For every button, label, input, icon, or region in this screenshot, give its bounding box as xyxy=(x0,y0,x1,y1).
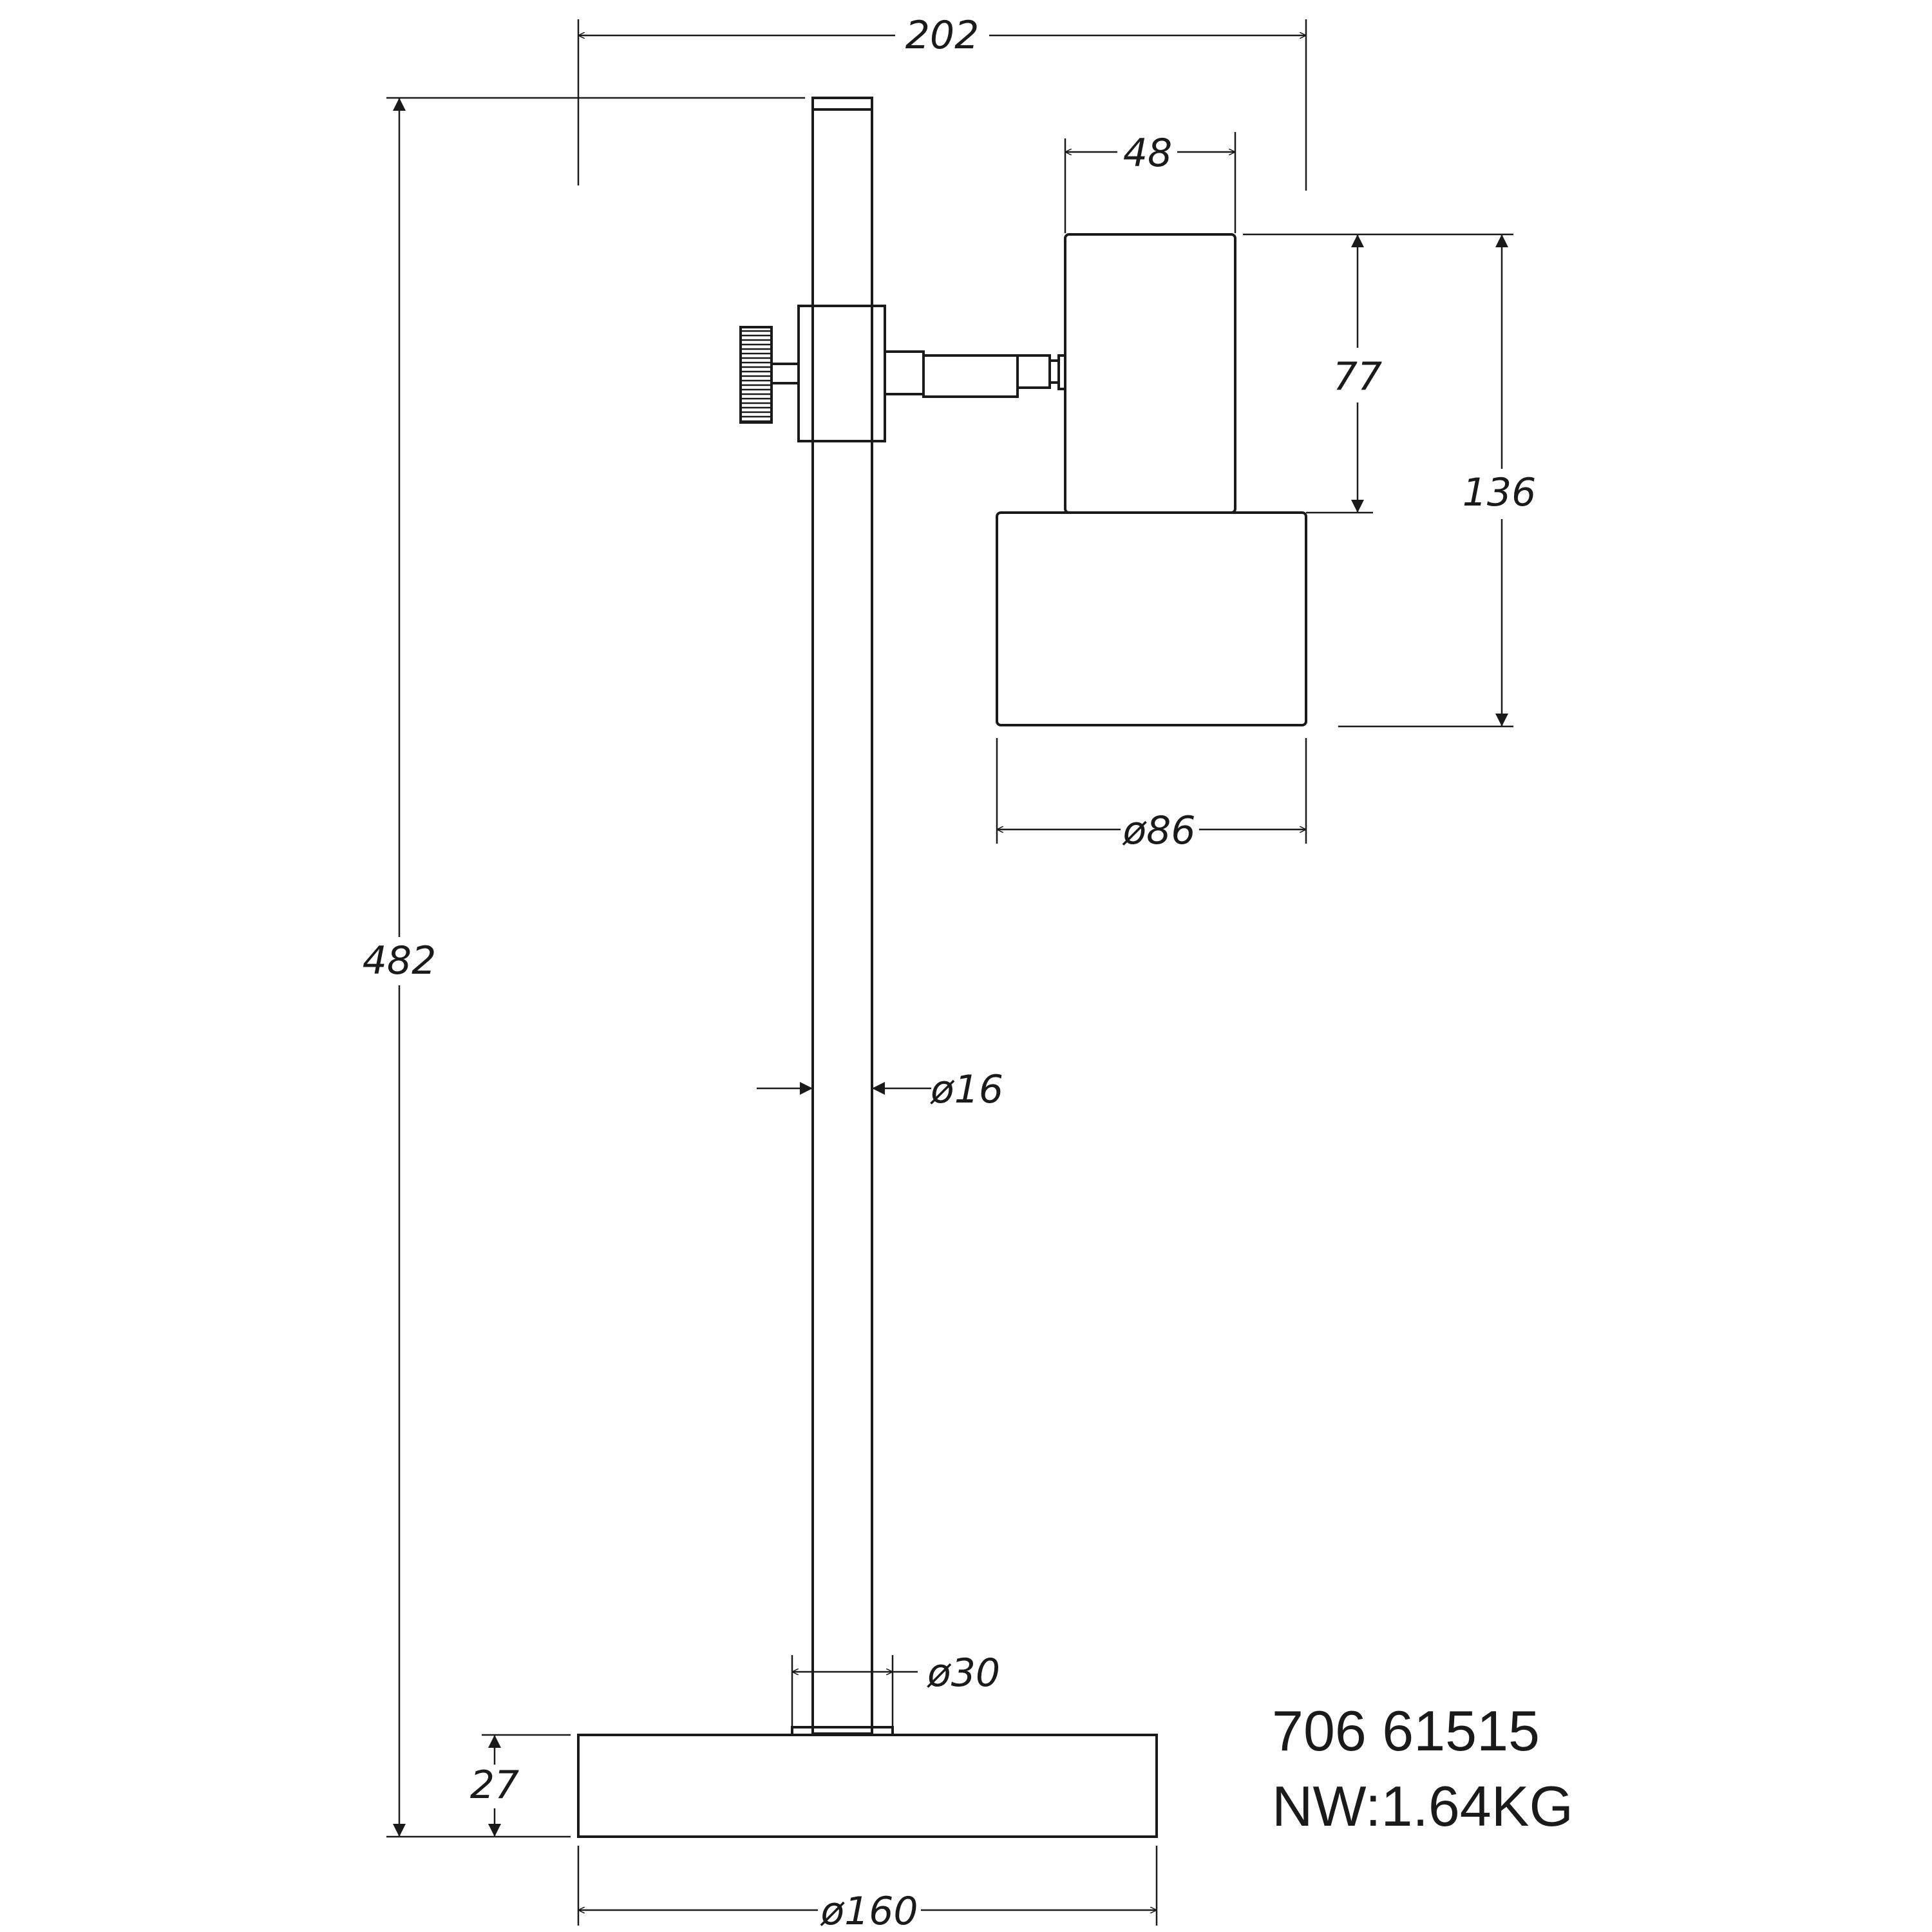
lamp-body xyxy=(577,97,1307,1838)
label-head-height: 77 xyxy=(1333,354,1382,399)
lamp-head xyxy=(1064,233,1236,514)
product-code: 706 61515 xyxy=(1272,1699,1540,1763)
dim-overall-width xyxy=(577,19,1307,191)
arm-sleeve xyxy=(884,350,925,395)
dim-base-diameter xyxy=(577,1846,1158,1926)
lamp-stem xyxy=(811,97,873,1735)
arm-tip-nut xyxy=(1048,359,1060,384)
lamp-base xyxy=(577,1734,1158,1838)
label-overall-width: 202 xyxy=(905,13,980,58)
product-info: 706 61515 NW:1.64KG xyxy=(1272,1699,1573,1838)
label-base-height: 27 xyxy=(470,1763,519,1808)
dim-shade-height xyxy=(1338,234,1513,728)
dim-head-width xyxy=(1064,132,1236,233)
knob-screw xyxy=(770,363,800,384)
dim-overall-height xyxy=(386,97,805,1838)
arm-tip xyxy=(1016,354,1051,389)
dimension-lines xyxy=(386,19,1513,1926)
dim-base-height xyxy=(482,1734,571,1837)
label-stem-diameter: ø16 xyxy=(930,1067,1003,1112)
knob-knurling xyxy=(741,330,772,422)
dim-shade-diameter xyxy=(996,738,1307,844)
label-head-width: 48 xyxy=(1123,131,1172,176)
dimension-labels: 202 48 77 136 ø86 482 ø16 ø30 27 ø160 xyxy=(363,13,1537,1932)
dim-head-height xyxy=(1243,233,1513,514)
arm-tube xyxy=(922,354,1019,398)
label-overall-height: 482 xyxy=(363,938,437,983)
label-collar-diameter: ø30 xyxy=(927,1651,1000,1696)
dim-collar-diameter xyxy=(791,1655,918,1726)
label-shade-diameter: ø86 xyxy=(1122,808,1195,853)
lamp-shade xyxy=(996,511,1307,726)
net-weight: NW:1.64KG xyxy=(1272,1774,1573,1838)
label-base-diameter: ø160 xyxy=(820,1889,918,1932)
label-shade-height: 136 xyxy=(1463,470,1537,515)
